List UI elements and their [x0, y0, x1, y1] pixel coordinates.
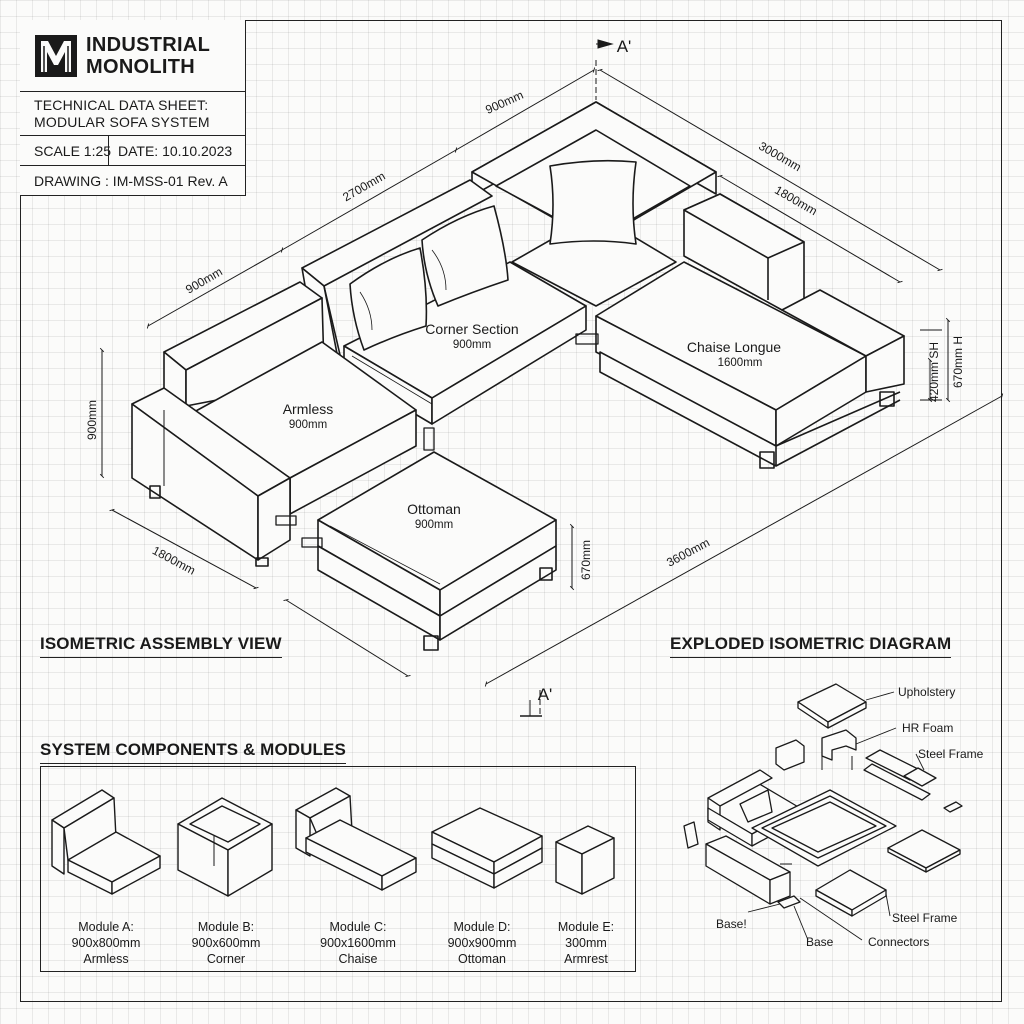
meta-row: SCALE 1:25 DATE: 10.10.2023: [20, 136, 246, 166]
components-heading: SYSTEM COMPONENTS & MODULES: [40, 740, 346, 764]
sheet-title-row: TECHNICAL DATA SHEET: MODULAR SOFA SYSTE…: [20, 92, 246, 136]
dimension-lines: [99, 39, 1004, 717]
module-c-size: 900x1600mm: [320, 936, 396, 950]
module-d-code: Module D:: [453, 920, 511, 934]
brand-line2: MONOLITH: [86, 56, 196, 78]
module-d-size: 900x900mm: [447, 936, 517, 950]
corner-pillow: [549, 159, 637, 245]
sheet-title-line2: MODULAR SOFA SYSTEM: [34, 114, 210, 130]
module-e-icon: [554, 824, 615, 895]
scale-value: SCALE 1:25: [34, 143, 112, 159]
module-c-code: Module C:: [329, 920, 387, 934]
module-d-type: Ottoman: [458, 952, 506, 966]
module-c-type: Chaise: [338, 952, 378, 966]
module-a-icon: [50, 788, 161, 895]
module-b-icon: [176, 796, 273, 897]
exploded-leader-lines: [747, 691, 925, 941]
drawing-row: DRAWING : IM-MSS-01 Rev. A: [20, 166, 246, 196]
back-cushion-right: [421, 205, 509, 307]
exploded-heading: EXPLODED ISOMETRIC DIAGRAM: [670, 634, 952, 658]
module-b-size: 900x600mm: [191, 936, 261, 950]
brand-logo-icon: [35, 35, 77, 77]
module-a-size: 900x800mm: [71, 936, 141, 950]
module-a-label: Module A: 900x800mm Armless: [51, 919, 161, 967]
module-a-type: Armless: [83, 952, 129, 966]
module-b-type: Corner: [206, 952, 246, 966]
back-cushion-left: [349, 247, 428, 351]
module-c-label: Module C: 900x1600mm Chaise: [303, 919, 413, 967]
module-b-label: Module B: 900x600mm Corner: [171, 919, 281, 967]
module-d-icon: [430, 806, 543, 889]
module-e-code: Module E:: [557, 920, 615, 934]
sheet-title-line1: TECHNICAL DATA SHEET:: [34, 97, 209, 113]
ottoman-module: [317, 451, 557, 651]
chaise-module: [595, 193, 905, 469]
module-e-type: Armrest: [564, 952, 608, 966]
module-d-label: Module D: 900x900mm Ottoman: [427, 919, 537, 967]
module-a-code: Module A:: [78, 920, 134, 934]
components-panel: Module A: 900x800mm Armless Module B: 90…: [40, 766, 636, 972]
module-e-size: 300mm: [565, 936, 607, 950]
brand-row: INDUSTRIAL MONOLITH: [20, 20, 246, 92]
module-c-icon: [294, 786, 417, 891]
date-value: DATE: 10.10.2023: [118, 143, 233, 159]
module-e-label: Module E: 300mm Armrest: [531, 919, 641, 967]
drawing-number: DRAWING : IM-MSS-01 Rev. A: [34, 173, 228, 189]
components-illustrations: [50, 786, 615, 897]
meta-divider: [108, 136, 109, 166]
title-block: INDUSTRIAL MONOLITH TECHNICAL DATA SHEET…: [20, 20, 246, 196]
exploded-diagram: [683, 683, 963, 917]
module-connectors: [275, 333, 599, 548]
brand-name: INDUSTRIAL MONOLITH: [86, 34, 210, 78]
brand-line1: INDUSTRIAL: [86, 34, 211, 56]
assembly-heading: ISOMETRIC ASSEMBLY VIEW: [40, 634, 282, 658]
module-b-code: Module B:: [197, 920, 255, 934]
